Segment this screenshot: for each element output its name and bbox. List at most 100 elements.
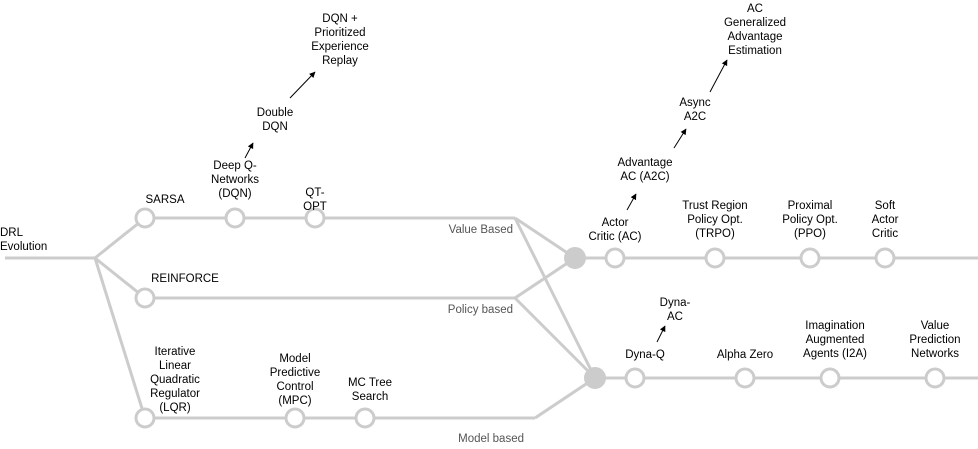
nodes [134, 207, 946, 429]
branch-label-model-based-line: Model based [458, 433, 524, 445]
label-vpn-line: Value [921, 320, 950, 332]
branch-label-value-based: Value Based [449, 224, 513, 236]
label-alpha-zero: Alpha Zero [717, 349, 773, 361]
label-gae-line: Advantage [728, 31, 783, 43]
node-dqn [224, 207, 246, 229]
label-dqn-line: (DQN) [218, 188, 251, 200]
label-trpo-line: Policy Opt. [687, 214, 743, 226]
label-ppo-line: Policy Opt. [782, 214, 838, 226]
label-dyna-ac-line: Dyna- [660, 297, 691, 309]
label-mcts-line: MC Tree [348, 377, 392, 389]
label-i2a-line: Imagination [805, 320, 864, 332]
node-vpn [924, 367, 946, 389]
arrow-async-to-gae [709, 59, 728, 93]
label-mcts-line: Search [352, 391, 388, 403]
arrow-double-dqn-to-per [289, 71, 316, 99]
label-dyna-q: Dyna-Q [625, 349, 665, 361]
label-dyna-q-line: Dyna-Q [625, 349, 665, 361]
branch-label-model-based: Model based [458, 433, 524, 445]
actor-critic-hub [564, 247, 586, 269]
label-dqn-per-line: Prioritized [314, 27, 365, 39]
label-dqn-per-line: Replay [322, 55, 358, 67]
node-alpha-zero [734, 367, 756, 389]
label-dqn-per-line: DQN + [322, 13, 358, 25]
label-dyna-ac: Dyna-AC [660, 297, 691, 323]
label-qt-opt: QT-OPT [303, 187, 327, 213]
label-reinforce-line: REINFORCE [151, 273, 219, 285]
label-vpn-line: Networks [911, 348, 959, 360]
label-a2c: Advantage AC (A2C) [618, 157, 673, 183]
node-i2a [819, 367, 841, 389]
node-ppo [799, 247, 821, 269]
label-mpc-line: (MPC) [278, 395, 311, 407]
labels: DRL Evolution Value Based Policy based Mo… [0, 3, 961, 445]
label-mpc-line: Predictive [270, 367, 321, 379]
label-sarsa-line: SARSA [146, 194, 185, 206]
label-lqr-line: (LQR) [159, 402, 190, 414]
node-lqr [134, 407, 156, 429]
arrow-dyna-q-to-dyna-ac [656, 325, 666, 343]
label-dqn-per-line: Experience [311, 41, 369, 53]
branch-label-policy-based-line: Policy based [448, 304, 513, 316]
node-qt-opt [304, 207, 326, 229]
policy-to-ac-hub [514, 256, 576, 300]
root-label-line: DRL [0, 227, 24, 239]
arrow-ac-to-a2c [626, 193, 637, 211]
model-based-hub [584, 367, 606, 389]
label-alpha-zero-line: Alpha Zero [717, 349, 773, 361]
label-double-dqn-line: Double [257, 107, 293, 119]
label-a2c-line: AC (A2C) [620, 171, 669, 183]
label-async-a2c-line: A2C [684, 111, 706, 123]
label-vpn-line: Prediction [909, 334, 960, 346]
label-a2c-line: Advantage [618, 157, 673, 169]
label-sac-line: Soft [875, 200, 896, 212]
node-ac [604, 247, 626, 269]
label-sarsa: SARSA [146, 194, 185, 206]
label-gae-line: Generalized [724, 17, 786, 29]
label-trpo-line: Trust Region [682, 200, 747, 212]
fork-to-policy [94, 256, 146, 300]
node-trpo [704, 247, 726, 269]
root-label: DRL Evolution [0, 227, 47, 253]
label-dqn-line: Deep Q- [213, 160, 257, 172]
label-lqr-line: Quadratic [150, 374, 200, 386]
label-double-dqn-line: DQN [262, 121, 288, 133]
value-to-mb-hub [513, 217, 597, 379]
label-ac-line: Critic (AC) [588, 231, 641, 243]
label-mpc-line: Control [276, 381, 313, 393]
branch-label-policy-based: Policy based [448, 304, 513, 316]
fork-to-value [94, 216, 146, 260]
label-sac-line: Critic [872, 228, 898, 240]
label-sac-line: Actor [872, 214, 899, 226]
label-ac-line: Actor [602, 217, 629, 229]
node-sac [874, 247, 896, 269]
label-lqr-line: Iterative [155, 346, 196, 358]
label-dqn: Deep Q-Networks(DQN) [211, 160, 259, 200]
label-async-a2c-line: Async [679, 97, 711, 109]
node-mcts [354, 407, 376, 429]
node-sarsa [134, 207, 156, 229]
label-i2a-line: Agents (I2A) [803, 348, 867, 360]
label-trpo-line: (TRPO) [695, 228, 735, 240]
label-ppo-line: Proximal [788, 200, 833, 212]
root-label-line: Evolution [0, 241, 47, 253]
node-mpc [284, 407, 306, 429]
fork-to-model [93, 257, 147, 419]
label-lqr-line: Linear [159, 360, 191, 372]
label-mpc-line: Model [279, 353, 310, 365]
evolution-arrows [244, 59, 728, 343]
